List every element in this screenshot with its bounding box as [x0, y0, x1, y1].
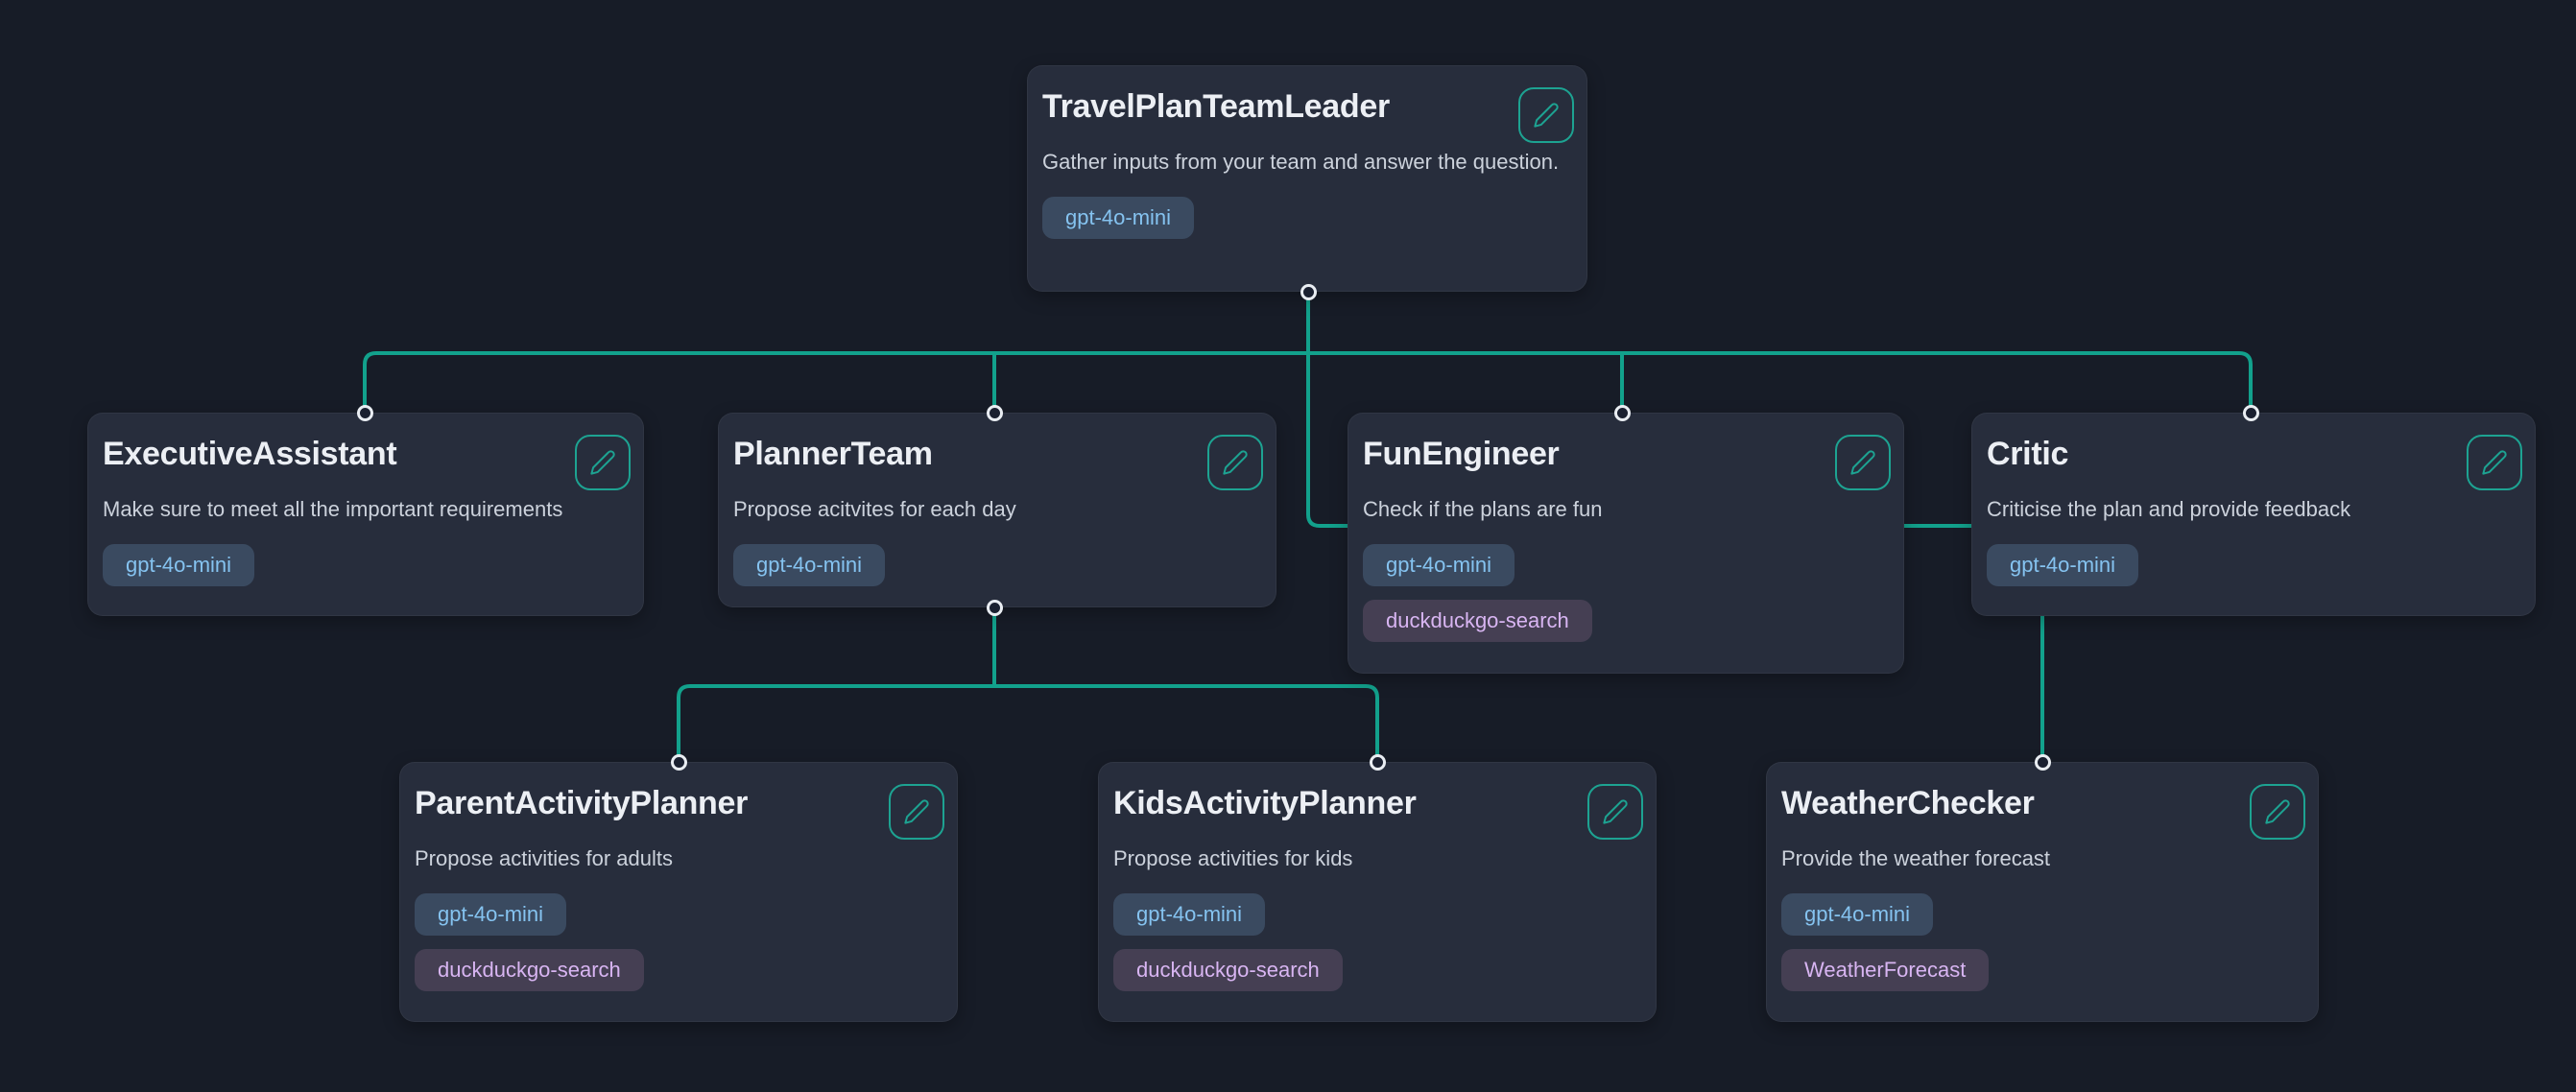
agent-description: Criticise the plan and provide feedback — [1987, 497, 2351, 521]
agent-node-executiveassistant[interactable]: ExecutiveAssistant Make sure to meet all… — [87, 413, 644, 616]
connection-handle-plannerteam-top[interactable] — [986, 404, 1003, 421]
edit-agent-button[interactable] — [889, 784, 944, 840]
agent-name: Critic — [1987, 436, 2069, 472]
tool-badge: duckduckgo-search — [415, 949, 644, 991]
agent-description: Propose activities for adults — [415, 846, 674, 870]
badge-list: gpt-4o-mini duckduckgo-search — [1113, 893, 1642, 991]
model-badge: gpt-4o-mini — [1363, 544, 1515, 586]
agent-description: Propose acitvites for each day — [733, 497, 1016, 521]
tool-badge: duckduckgo-search — [1113, 949, 1343, 991]
edge-bus-row2 — [363, 351, 2253, 413]
connection-handle-kidsactivityplanner-top[interactable] — [1369, 753, 1386, 771]
model-badge: gpt-4o-mini — [1042, 197, 1195, 239]
badge-list: gpt-4o-mini duckduckgo-search — [415, 893, 943, 991]
connection-handle-critic-top[interactable] — [2242, 404, 2259, 421]
edit-agent-button[interactable] — [2467, 435, 2522, 490]
edge-bus-row3 — [677, 684, 1379, 762]
agent-description: Check if the plans are fun — [1363, 497, 1603, 521]
agent-name: ExecutiveAssistant — [103, 436, 397, 472]
tool-badge: duckduckgo-search — [1363, 600, 1592, 642]
agent-description: Make sure to meet all the important requ… — [103, 497, 563, 521]
agent-node-plannerteam[interactable]: PlannerTeam Propose acitvites for each d… — [718, 413, 1276, 607]
edge-leader-to-critic-side — [1306, 292, 1973, 528]
badge-list: gpt-4o-mini WeatherForecast — [1781, 893, 2304, 991]
badge-list: gpt-4o-mini — [1042, 197, 1573, 239]
pencil-icon — [2265, 799, 2290, 824]
edit-agent-button[interactable] — [1518, 87, 1574, 143]
agent-name: PlannerTeam — [733, 436, 933, 472]
agent-name: KidsActivityPlanner — [1113, 785, 1417, 821]
agent-node-funengineer[interactable]: FunEngineer Check if the plans are fun g… — [1348, 413, 1904, 674]
connection-handle-parentactivityplanner-top[interactable] — [670, 753, 687, 771]
connection-handle-funengineer-top[interactable] — [1613, 404, 1631, 421]
edit-agent-button[interactable] — [2250, 784, 2305, 840]
edit-agent-button[interactable] — [1587, 784, 1643, 840]
model-badge: gpt-4o-mini — [1987, 544, 2139, 586]
connection-handle-weatherchecker-top[interactable] — [2034, 753, 2051, 771]
agent-name: ParentActivityPlanner — [415, 785, 749, 821]
agent-node-critic[interactable]: Critic Criticise the plan and provide fe… — [1971, 413, 2536, 616]
agent-name: FunEngineer — [1363, 436, 1560, 472]
connection-handle-leader-bottom[interactable] — [1300, 283, 1317, 300]
pencil-icon — [1603, 799, 1628, 824]
connection-handle-plannerteam-bottom[interactable] — [986, 599, 1003, 616]
badge-list: gpt-4o-mini — [733, 544, 1262, 586]
edit-agent-button[interactable] — [575, 435, 631, 490]
agent-description: Gather inputs from your team and answer … — [1042, 150, 1560, 174]
badge-list: gpt-4o-mini — [103, 544, 630, 586]
agent-name: TravelPlanTeamLeader — [1042, 88, 1390, 125]
pencil-icon — [590, 450, 615, 475]
pencil-icon — [1850, 450, 1875, 475]
agent-node-kidsactivityplanner[interactable]: KidsActivityPlanner Propose activities f… — [1098, 762, 1657, 1022]
model-badge: gpt-4o-mini — [1781, 893, 1934, 936]
agent-node-weatherchecker[interactable]: WeatherChecker Provide the weather forec… — [1766, 762, 2319, 1022]
model-badge: gpt-4o-mini — [733, 544, 886, 586]
agent-node-travelplanteamleader[interactable]: TravelPlanTeamLeader Gather inputs from … — [1027, 65, 1587, 292]
connection-handle-executiveassistant-top[interactable] — [356, 404, 373, 421]
badge-list: gpt-4o-mini duckduckgo-search — [1363, 544, 1890, 642]
model-badge: gpt-4o-mini — [103, 544, 255, 586]
agent-description: Provide the weather forecast — [1781, 846, 2051, 870]
pencil-icon — [2482, 450, 2507, 475]
agent-name: WeatherChecker — [1781, 785, 2035, 821]
model-badge: gpt-4o-mini — [1113, 893, 1266, 936]
badge-list: gpt-4o-mini — [1987, 544, 2521, 586]
edit-agent-button[interactable] — [1207, 435, 1263, 490]
pencil-icon — [904, 799, 929, 824]
pencil-icon — [1534, 103, 1559, 128]
agent-node-parentactivityplanner[interactable]: ParentActivityPlanner Propose activities… — [399, 762, 958, 1022]
model-badge: gpt-4o-mini — [415, 893, 567, 936]
edit-agent-button[interactable] — [1835, 435, 1891, 490]
pencil-icon — [1223, 450, 1248, 475]
tool-badge: WeatherForecast — [1781, 949, 1990, 991]
agent-description: Propose activities for kids — [1113, 846, 1353, 870]
